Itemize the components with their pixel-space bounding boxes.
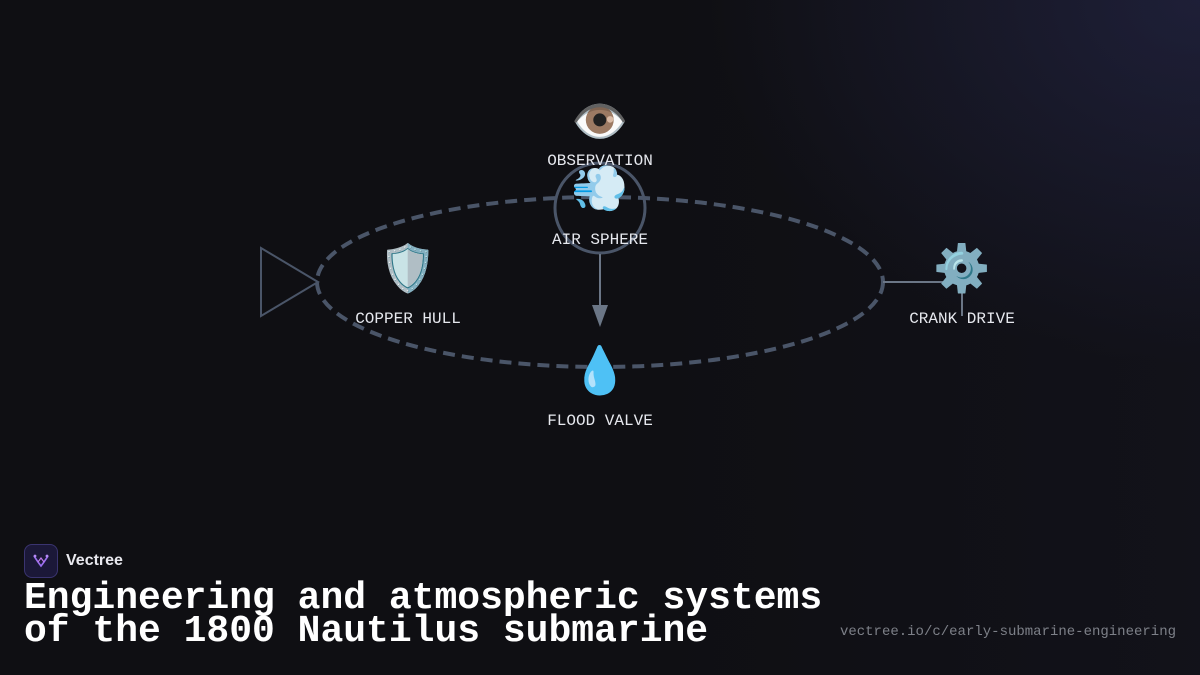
title-line-2: of the 1800 Nautilus submarine [24, 610, 709, 653]
node-label-crank-drive: CRANK DRIVE [909, 310, 1015, 328]
brand-name: Vectree [66, 552, 123, 569]
tail-fin [260, 246, 320, 318]
brand: Vectree [24, 544, 123, 578]
node-label-copper-hull: COPPER HULL [355, 310, 461, 328]
droplet-icon: 💧 [571, 343, 628, 397]
node-flood-valve: 💧 FLOOD VALVE [547, 343, 653, 430]
gear-icon: ⚙️ [933, 241, 990, 295]
air-sphere-ring [553, 161, 647, 255]
vectree-logo-icon [24, 544, 58, 578]
shield-icon: 🛡️ [379, 241, 436, 295]
source-url[interactable]: vectree.io/c/early-submarine-engineering [839, 624, 1176, 640]
node-label-flood-valve: FLOOD VALVE [547, 412, 653, 430]
node-crank-drive: ⚙️ CRANK DRIVE [909, 241, 1015, 328]
page-title: Engineering and atmospheric systems of t… [24, 577, 844, 653]
wind-icon: 💨 [571, 161, 628, 215]
node-label-air-sphere: AIR SPHERE [552, 231, 648, 249]
node-label-observation: OBSERVATION [547, 152, 653, 170]
node-air-sphere: 💨 AIR SPHERE [552, 161, 648, 249]
title-line-1: Engineering and atmospheric systems [24, 577, 823, 620]
eye-icon: 👁️ [571, 94, 628, 148]
node-copper-hull: 🛡️ COPPER HULL [355, 241, 461, 328]
node-observation: 👁️ OBSERVATION [547, 94, 653, 170]
air-to-valve-arrowhead [592, 305, 608, 327]
